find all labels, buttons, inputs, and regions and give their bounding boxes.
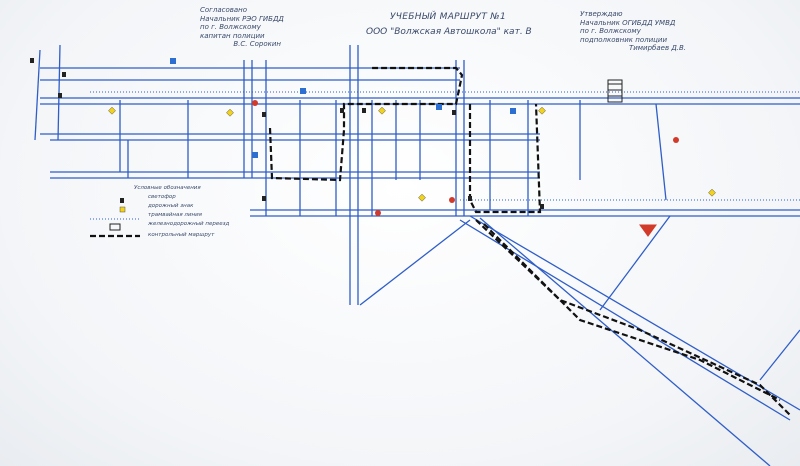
approval-stamp-right: Утверждаю Начальник ОГИБДД УМВД по г. Во… <box>580 10 687 52</box>
road-sign-icons <box>108 58 716 237</box>
legend-item-road-sign: дорожный знак <box>148 203 194 209</box>
legend-symbols <box>90 198 140 238</box>
page-title: УЧЕБНЫЙ МАРШРУТ №1 <box>390 12 506 22</box>
legend-item-railway-crossing: железнодорожный переезд <box>148 221 230 227</box>
legend-item-control-route: контрольный маршрут <box>148 232 215 238</box>
traffic-light-icons <box>30 58 544 209</box>
control-route <box>268 66 464 182</box>
legend-title: Условные обозначения <box>134 185 201 191</box>
legend-item-traffic-light: светофор <box>148 194 176 200</box>
page-subtitle: ООО "Волжская Автошкола" кат. В <box>366 27 532 37</box>
legend-item-tram-line: трамвайная линия <box>148 212 202 218</box>
approval-stamp-left: Согласовано Начальник РЭО ГИБДД по г. Во… <box>200 6 284 48</box>
